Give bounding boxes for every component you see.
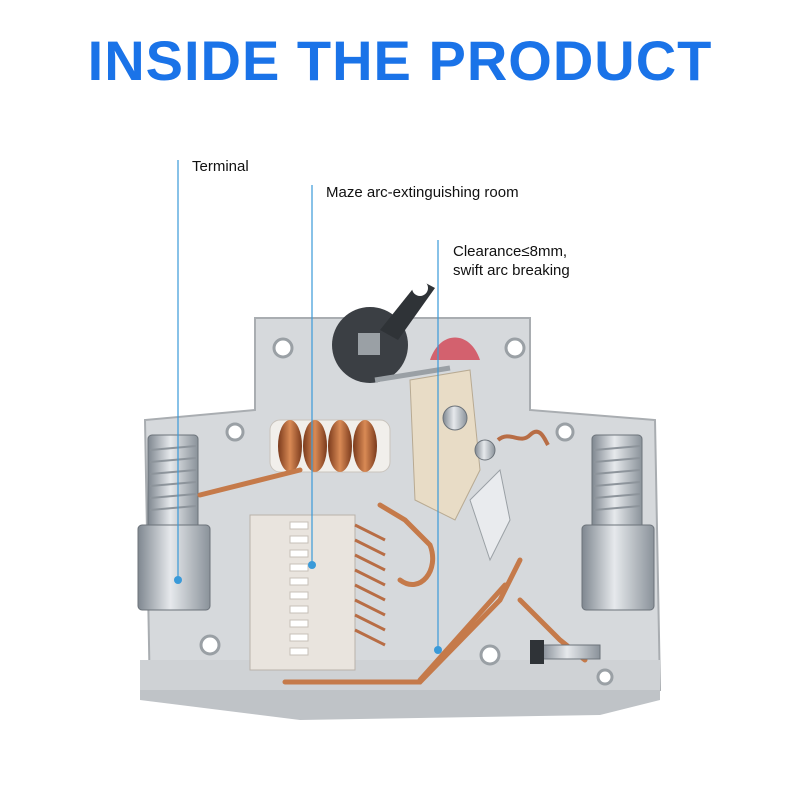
callout-terminal: Terminal	[192, 158, 249, 175]
trip-coil	[269, 419, 391, 473]
right-terminal	[581, 434, 655, 611]
mechanism-plate	[409, 337, 550, 562]
left-terminal	[137, 434, 211, 611]
callout-maze-arc-room: Maze arc-extinguishing room	[326, 184, 519, 201]
callout-dots	[174, 561, 442, 654]
toggle-handle	[332, 280, 451, 383]
callout-clearance-line2: swift arc breaking	[453, 262, 570, 279]
adjust-screw	[530, 640, 601, 664]
arc-chute	[249, 514, 386, 671]
callout-lines	[177, 160, 439, 650]
callout-clearance-line1: Clearance≤8mm,	[453, 243, 568, 260]
page-headline: INSIDE THE PRODUCT	[87, 29, 713, 92]
